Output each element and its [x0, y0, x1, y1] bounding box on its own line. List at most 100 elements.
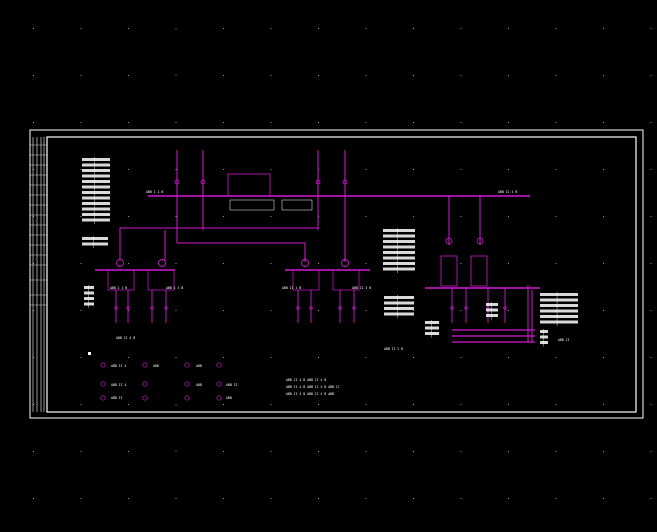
grid-dot — [650, 28, 652, 29]
grid-dot — [33, 498, 34, 499]
legend-symbol — [216, 381, 222, 387]
sub-bus-label-b: ABB I 3 B — [166, 286, 183, 290]
grid-dot — [33, 122, 34, 123]
table-left-note-row — [82, 237, 108, 240]
grid-dot — [80, 216, 82, 217]
legend-item-6: ABB — [196, 383, 202, 387]
breaker-symbol — [150, 306, 154, 310]
grid-dot — [508, 357, 509, 358]
grid-dot — [555, 122, 557, 123]
grid-dot — [270, 122, 272, 123]
breaker-symbol — [164, 306, 168, 310]
grid-dots — [33, 28, 652, 499]
table-right-small-row — [540, 330, 548, 333]
grid-dot — [128, 310, 129, 311]
grid-dot — [318, 122, 319, 123]
grid-dot — [555, 451, 557, 452]
table-right-row — [540, 309, 578, 313]
grid-dot — [413, 451, 414, 452]
right-group: ABB II — [425, 255, 570, 343]
grid-dot — [33, 310, 34, 311]
grid-dot — [223, 263, 224, 264]
grid-dot — [460, 310, 462, 311]
grid-dot — [460, 357, 462, 358]
breaker-symbol — [464, 306, 468, 310]
grid-dot — [318, 28, 319, 29]
grid-dot — [508, 404, 509, 405]
grid-dot — [175, 310, 177, 311]
grid-dot — [80, 357, 82, 358]
breaker-symbol — [338, 306, 342, 310]
table-mid-row — [383, 262, 415, 265]
caption-center: ABB II 2 B — [384, 347, 403, 351]
grid-dot — [365, 122, 367, 123]
grid-dot — [318, 75, 319, 76]
grid-dot — [413, 357, 414, 358]
table-low-row — [384, 296, 414, 299]
table-mid-row — [383, 229, 415, 232]
grid-dot — [175, 451, 177, 452]
table-top-left-row — [82, 213, 110, 216]
table-top-left-row — [82, 218, 110, 222]
grid-dot — [650, 357, 652, 358]
table-left-side-row — [84, 302, 94, 306]
grid-dot — [555, 216, 557, 217]
grid-dot — [603, 498, 604, 499]
legend-symbol — [100, 362, 106, 368]
legend-item-4: ABB — [153, 364, 159, 368]
grid-dot — [508, 75, 509, 76]
sub-bus-label-a: ABB I 1 B — [110, 286, 127, 290]
grid-dot — [413, 216, 414, 217]
grid-dot — [80, 169, 82, 170]
grid-dot — [603, 169, 604, 170]
legend-item-2: ABB II 4 — [111, 383, 126, 387]
grid-dot — [80, 310, 82, 311]
grid-dot — [603, 216, 604, 217]
breaker-symbol — [114, 306, 118, 310]
breaker-symbol — [450, 306, 454, 310]
grid-dot — [508, 451, 509, 452]
note-line-2: ABB II 4 B ABB II 4 B ABB II — [286, 385, 340, 389]
table-right-row — [540, 298, 578, 302]
note-line-3: ABB II 4 B ABB II 4 B ABB — [286, 392, 334, 396]
legend-item-1: ABB II 4 — [111, 364, 126, 368]
table-top-left-row — [82, 196, 110, 200]
legend-symbol — [100, 395, 106, 401]
grid-dot — [33, 451, 34, 452]
grid-dot — [650, 216, 652, 217]
grid-dot — [175, 28, 177, 29]
grid-dot — [650, 498, 652, 499]
table-right-row — [540, 293, 578, 296]
grid-dot — [508, 169, 509, 170]
legend-symbol — [100, 381, 106, 387]
grid-dot — [128, 404, 129, 405]
grid-dot — [80, 498, 82, 499]
legend-symbol — [184, 362, 190, 368]
grid-dot — [365, 310, 367, 311]
grid-dot — [128, 28, 129, 29]
grid-dot — [365, 404, 367, 405]
grid-dot — [318, 310, 319, 311]
grid-dot — [603, 28, 604, 29]
grid-dot — [555, 75, 557, 76]
legend-item-5: ABB — [196, 364, 202, 368]
grid-dot — [413, 310, 414, 311]
grid-dot — [603, 451, 604, 452]
grid-dot — [603, 357, 604, 358]
grid-dot — [413, 28, 414, 29]
grid-dot — [413, 498, 414, 499]
grid-dot — [270, 498, 272, 499]
table-right-row — [540, 320, 578, 324]
grid-dot — [175, 404, 177, 405]
grid-dot — [223, 404, 224, 405]
grid-dot — [318, 498, 319, 499]
table-top-left-row — [82, 158, 110, 161]
grid-dot — [318, 357, 319, 358]
table-small-row — [425, 321, 439, 324]
grid-dot — [650, 310, 652, 311]
table-right-small-row — [540, 335, 548, 339]
grid-dot — [508, 310, 509, 311]
grid-dot — [128, 263, 129, 264]
grid-dot — [460, 28, 462, 29]
